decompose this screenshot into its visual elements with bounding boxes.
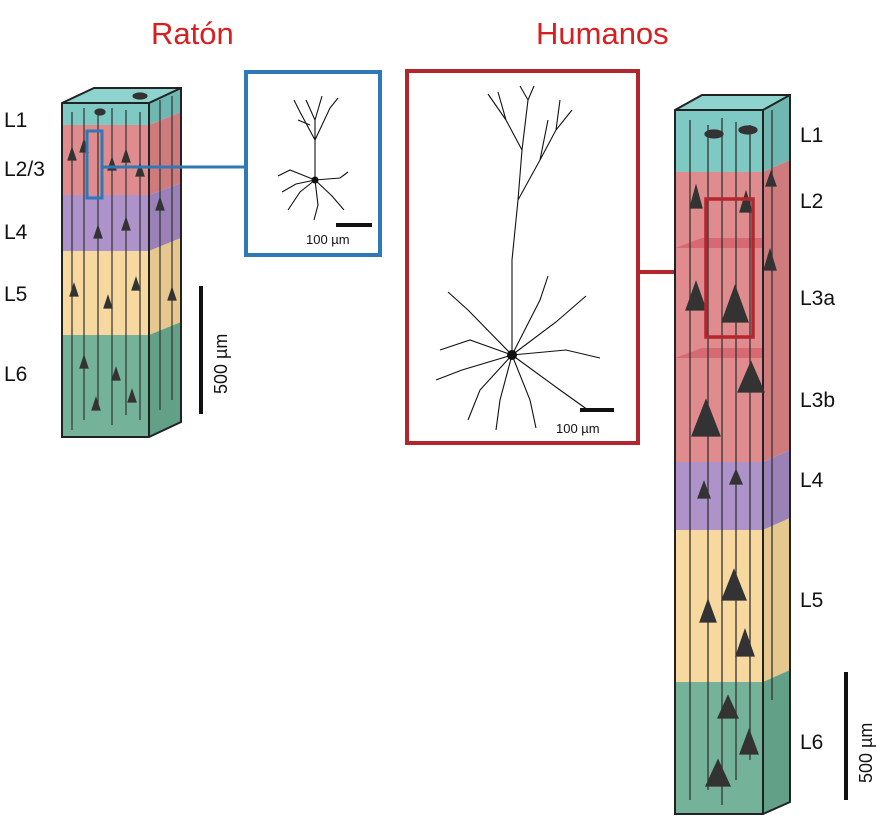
human-neuron-inset (405, 69, 700, 445)
mouse-inset-scale-label: 100 µm (306, 232, 350, 247)
mouse-layer-label-l23: L2/3 (4, 158, 45, 181)
human-cortex-column (674, 94, 791, 815)
human-neuron-soma (507, 350, 517, 360)
human-title: Humanos (536, 16, 669, 51)
mouse-l23-highlight (85, 129, 104, 200)
mouse-cortex-column (61, 87, 246, 438)
human-layer-label-l5: L5 (800, 589, 824, 612)
mouse-layer-label-l6: L6 (4, 363, 28, 386)
mouse-neuron-inset (244, 70, 382, 257)
human-inset-scale-label: 100 µm (556, 421, 600, 436)
human-layer-label-l3a: L3a (800, 287, 836, 310)
human-layer-label-l1: L1 (800, 124, 824, 147)
mouse-layer-label-l4: L4 (4, 221, 28, 244)
human-scalebar-label: 500 µm (856, 722, 876, 783)
human-layer-label-l6: L6 (800, 731, 824, 754)
mouse-title: Ratón (151, 16, 234, 51)
human-layer-label-l3b: L3b (800, 389, 836, 412)
mouse-layer-label-l1: L1 (4, 109, 28, 132)
mouse-neuron-soma (311, 176, 319, 184)
mouse-layer-l4-band (62, 195, 149, 251)
mouse-scalebar-label: 500 µm (211, 333, 231, 394)
mouse-layer-label-l5: L5 (4, 283, 28, 306)
human-layer-label-l2: L2 (800, 190, 824, 213)
mouse-layer-l1-band (62, 103, 149, 125)
human-layer-label-l4: L4 (800, 469, 824, 492)
mouse-layer-l6-band (62, 335, 149, 437)
human-l3a-highlight (704, 197, 755, 339)
